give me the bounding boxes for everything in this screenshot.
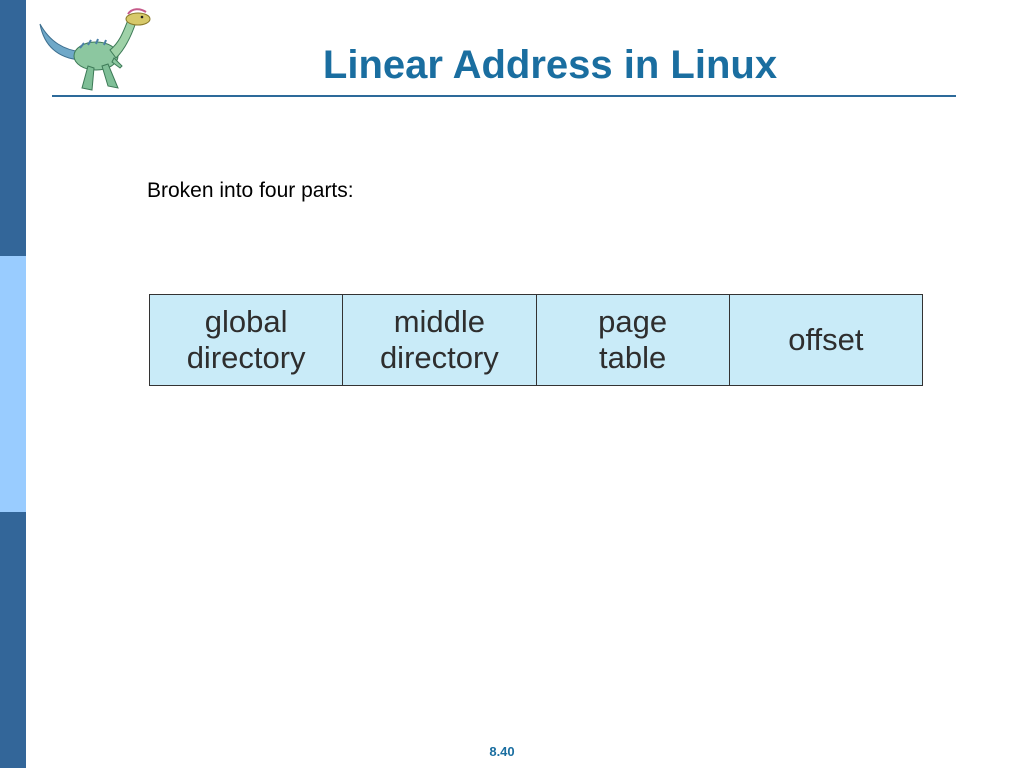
field-offset: offset <box>729 295 922 385</box>
dinosaur-icon <box>39 8 151 91</box>
field-middle-directory: middle directory <box>343 295 537 385</box>
title-underline <box>52 95 956 97</box>
field-page-table: page table <box>536 295 730 385</box>
page-number: 8.40 <box>489 744 515 759</box>
linear-address-diagram: global directory middle directory page t… <box>149 294 923 386</box>
sidebar-segment-top <box>0 0 26 256</box>
slide-subtitle: Broken into four parts: <box>147 179 354 202</box>
field-global-directory: global directory <box>150 295 344 385</box>
sidebar-segment-middle <box>0 256 26 512</box>
sidebar-band <box>0 0 26 768</box>
slide-title: Linear Address in Linux <box>322 43 778 87</box>
sidebar-segment-bottom <box>0 512 26 768</box>
